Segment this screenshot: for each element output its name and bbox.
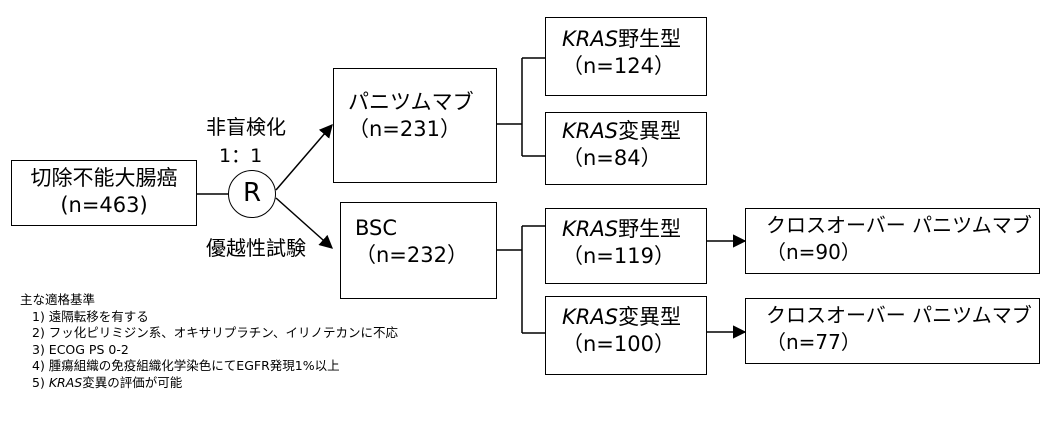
arrow-r-to-pan bbox=[275, 123, 333, 191]
subgroup-pan-mut-box: KRAS変異型 （n=84） bbox=[545, 112, 707, 185]
start-label: 切除不能大腸癌 bbox=[30, 166, 178, 190]
subgroup-pan-wt-box: KRAS野生型 （n=124） bbox=[545, 17, 707, 96]
randomization-circle: R bbox=[228, 170, 276, 218]
arm-bsc-label: BSC bbox=[355, 216, 398, 240]
criteria-item-1: 1) 遠隔転移を有する bbox=[32, 308, 149, 324]
subgroup-pan-wt-gene: KRAS bbox=[562, 27, 619, 51]
randomization-ratio: 1：1 bbox=[219, 145, 263, 167]
subgroup-bsc-wt-type: 野生型 bbox=[618, 217, 682, 241]
criteria-item-5-text: 変異の評価が可能 bbox=[82, 374, 183, 390]
subgroup-bsc-mut-gene: KRAS bbox=[562, 305, 619, 329]
criteria-item-5-gene: KRAS bbox=[48, 374, 83, 390]
criteria-item-3: 3) ECOG PS 0-2 bbox=[32, 341, 129, 357]
criteria-item-5: 5) KRAS変異の評価が可能 bbox=[20, 375, 398, 392]
crossover-mut-box: クロスオーバー パニツムマブ （n=77） bbox=[745, 298, 1040, 364]
arm-pan-label: パニツムマブ bbox=[348, 90, 474, 114]
crossover-wt-box: クロスオーバー パニツムマブ （n=90） bbox=[745, 208, 1040, 274]
subgroup-pan-mut-type: 変異型 bbox=[618, 119, 682, 143]
crossover-wt-n: （n=90） bbox=[766, 240, 861, 264]
bracket-bsc bbox=[497, 225, 545, 334]
design-label: 優越性試験 bbox=[206, 236, 306, 260]
criteria-item-2: 2) フッ化ピリミジン系、オキサリプラチン、イリノテカンに不応 bbox=[32, 325, 399, 341]
subgroup-bsc-mut-n: （n=100） bbox=[562, 332, 675, 356]
eligibility-criteria: 主な適格基準 1) 遠隔転移を有する 2) フッ化ピリミジン系、オキサリプラチン… bbox=[20, 292, 398, 392]
start-box: 切除不能大腸癌 (n=463) bbox=[11, 160, 197, 226]
subgroup-bsc-wt-n: （n=119） bbox=[562, 244, 675, 268]
arm-pan-n: （n=231） bbox=[348, 117, 461, 141]
crossover-wt-label: クロスオーバー パニツムマブ bbox=[766, 213, 1032, 237]
crossover-mut-n: （n=77） bbox=[766, 330, 861, 354]
subgroup-pan-mut-n: （n=84） bbox=[562, 146, 662, 170]
subgroup-pan-wt-n: （n=124） bbox=[562, 54, 675, 78]
bracket-pan bbox=[497, 57, 545, 157]
arm-bsc-n: （n=232） bbox=[355, 243, 468, 267]
arm-bsc-box: BSC （n=232） bbox=[340, 202, 497, 299]
subgroup-pan-wt-type: 野生型 bbox=[618, 27, 682, 51]
subgroup-bsc-mut-type: 変異型 bbox=[618, 305, 682, 329]
subgroup-bsc-mut-box: KRAS変異型 （n=100） bbox=[545, 296, 707, 375]
start-n: (n=463) bbox=[60, 193, 148, 217]
criteria-item-4: 4) 腫瘍組織の免疫組織化学染色にてEGFR発現1%以上 bbox=[32, 358, 340, 374]
criteria-item-5-prefix: 5) bbox=[32, 374, 49, 390]
arm-pan-box: パニツムマブ （n=231） bbox=[333, 68, 497, 183]
randomization-title: 非盲検化 bbox=[206, 115, 286, 139]
subgroup-bsc-wt-box: KRAS野生型 （n=119） bbox=[545, 208, 707, 284]
crossover-mut-label: クロスオーバー パニツムマブ bbox=[766, 303, 1032, 327]
subgroup-pan-mut-gene: KRAS bbox=[562, 119, 619, 143]
criteria-title: 主な適格基準 bbox=[20, 292, 96, 307]
arrow-r-to-bsc bbox=[275, 197, 334, 249]
subgroup-bsc-wt-gene: KRAS bbox=[562, 217, 619, 241]
